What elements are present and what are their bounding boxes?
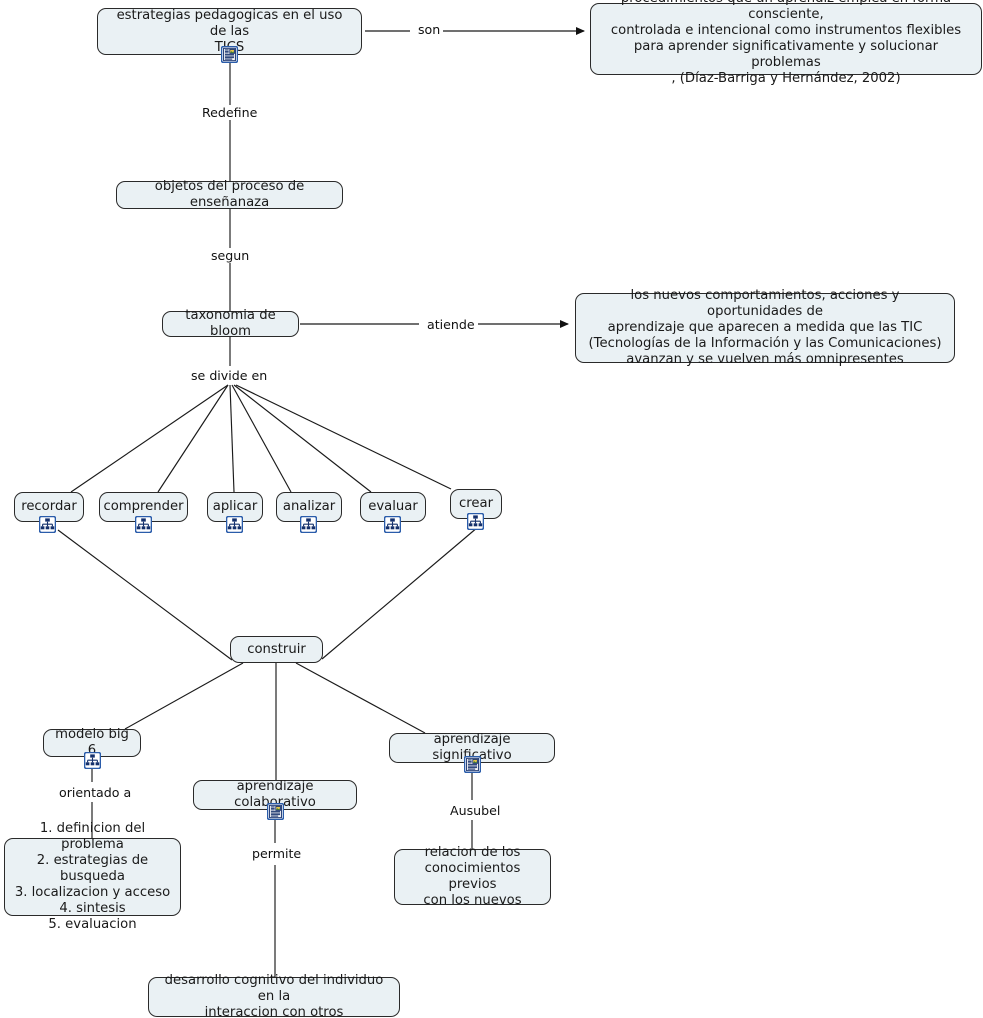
concept-node-label: aprendizaje colaborativo [234, 779, 316, 810]
concept-node-relacion[interactable]: relacion de los conocimientos previos co… [394, 845, 551, 908]
concept-node-label: taxonomia de bloom [185, 308, 276, 339]
connector-line [57, 529, 233, 661]
edge-label-segun[interactable]: segun [208, 248, 253, 263]
concept-node-recordar[interactable]: recordar [14, 492, 84, 522]
connector-line [295, 662, 426, 734]
edge-label-ausubel[interactable]: Ausubel [447, 803, 504, 818]
edge-label-divide[interactable]: se divide en [188, 368, 271, 383]
connector-line [70, 384, 229, 493]
concept-node-label: modelo big 6 [55, 727, 129, 758]
concept-node-label: aplicar [212, 499, 258, 514]
edge-label-redefine[interactable]: Redefine [199, 105, 261, 120]
concept-node-taxonomia[interactable]: taxonomia de bloom [162, 308, 299, 339]
concept-node-label: comprender [103, 499, 184, 514]
tree-icon[interactable] [467, 513, 484, 530]
tree-icon[interactable] [39, 516, 56, 533]
edge-label-son[interactable]: son [415, 22, 444, 37]
concept-node-label: objetos del proceso de enseñanaza [154, 179, 305, 210]
concept-node-evaluar[interactable]: evaluar [360, 492, 426, 522]
concept-node-tic-def[interactable]: los nuevos comportamientos, acciones y o… [575, 288, 955, 367]
concept-node-desarrollo[interactable]: desarrollo cognitivo del individuo en la… [148, 973, 400, 1018]
concept-node-label: los nuevos comportamientos, acciones y o… [588, 288, 942, 367]
concept-node-bigsix-list[interactable]: 1. definicion del problema 2. estrategia… [4, 821, 181, 932]
concept-node-label: desarrollo cognitivo del individuo en la… [164, 973, 384, 1018]
concept-node-objetos[interactable]: objetos del proceso de enseñanaza [116, 179, 343, 210]
tree-icon[interactable] [84, 752, 101, 769]
notes-icon[interactable] [464, 756, 481, 773]
concept-node-label: recordar [21, 499, 77, 514]
connector-line [229, 384, 235, 493]
concept-node-label: 1. definicion del problema 2. estrategia… [14, 821, 171, 932]
connector-line [233, 384, 372, 493]
concept-node-label: crear [459, 496, 493, 511]
edge-label-permite[interactable]: permite [249, 846, 305, 861]
tree-icon[interactable] [135, 516, 152, 533]
connector-line [235, 384, 452, 490]
tree-icon[interactable] [384, 516, 401, 533]
connector-line [157, 384, 229, 493]
concept-node-label: evaluar [368, 499, 418, 514]
concept-node-definicion[interactable]: procedimientos que un aprendiz emplea en… [590, 0, 982, 86]
concept-node-label: relacion de los conocimientos previos co… [423, 845, 522, 908]
connector-line [124, 662, 244, 730]
concept-node-label: construir [247, 641, 306, 657]
concept-node-label: procedimientos que un aprendiz emplea en… [610, 0, 962, 86]
concept-node-label: analizar [282, 499, 336, 514]
concept-node-label: aprendizaje significativo [432, 732, 512, 763]
concept-node-construir[interactable]: construir [230, 636, 323, 663]
connector-line [231, 384, 292, 493]
tree-icon[interactable] [226, 516, 243, 533]
connector-line [321, 526, 479, 660]
tree-icon[interactable] [300, 516, 317, 533]
notes-icon[interactable] [267, 803, 284, 820]
notes-icon[interactable] [221, 46, 238, 63]
edge-label-atiende[interactable]: atiende [424, 317, 478, 332]
concept-node-comprender[interactable]: comprender [99, 492, 188, 522]
edge-label-orientado[interactable]: orientado a [56, 785, 135, 800]
